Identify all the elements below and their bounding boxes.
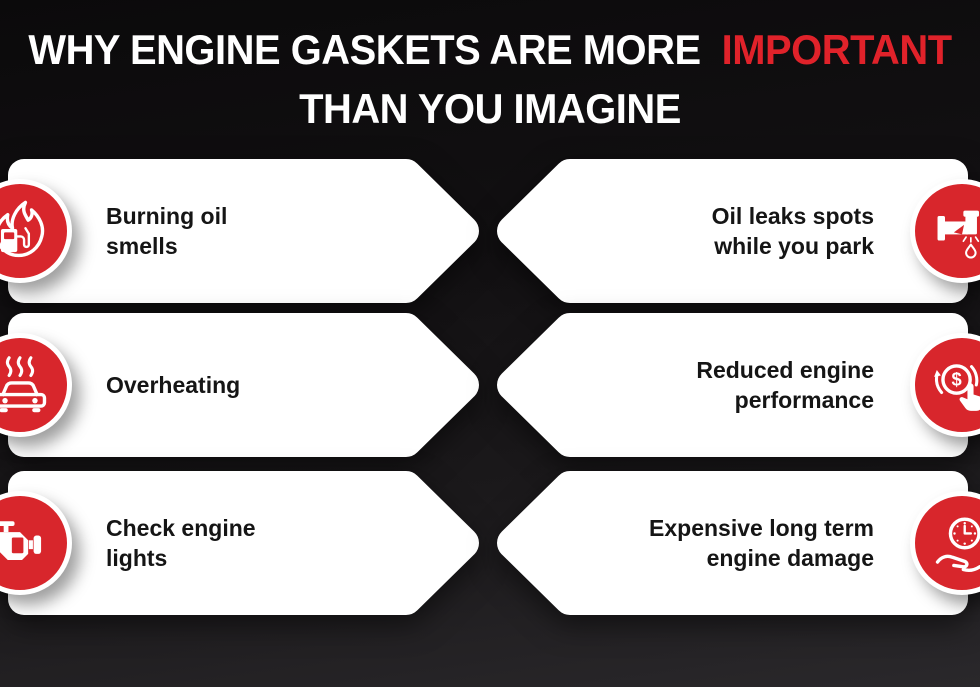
label-line: Burning oil — [106, 203, 228, 229]
svg-text:$: $ — [951, 369, 961, 390]
time-cost-icon-badge — [910, 491, 980, 595]
label-line: performance — [734, 387, 874, 413]
label-line: engine damage — [706, 545, 874, 571]
page-title: WHY ENGINE GASKETS ARE MORE IMPORTANT TH… — [0, 25, 980, 134]
label-oil-leak-spots: Oil leaks spots while you park — [712, 201, 874, 261]
label-line: Overheating — [106, 372, 241, 398]
title-line-1: WHY ENGINE GASKETS ARE MORE IMPORTANT — [25, 25, 956, 75]
overheating-car-icon — [0, 356, 47, 413]
card-burning-oil-smells — [8, 159, 486, 303]
card-overheating — [8, 313, 486, 457]
label-line: Check engine — [106, 515, 256, 541]
label-line: smells — [106, 233, 178, 259]
burning-fuel-icon — [0, 200, 45, 258]
title-line-1-white: WHY ENGINE GASKETS ARE MORE — [28, 26, 701, 73]
label-line: Expensive long term — [649, 515, 874, 541]
title-line-1-red: IMPORTANT — [721, 26, 952, 73]
label-line: lights — [106, 545, 168, 571]
time-cost-icon — [935, 517, 980, 573]
check-engine-icon — [0, 521, 42, 560]
money-loss-icon: $ — [934, 364, 980, 411]
label-check-engine-lights: Check engine lights — [106, 513, 256, 573]
label-line: while you park — [714, 233, 874, 259]
title-line-2: THAN YOU IMAGINE — [299, 85, 681, 132]
label-overheating: Overheating — [106, 370, 240, 400]
label-expensive-long-term-engine-damage: Expensive long term engine damage — [649, 513, 874, 573]
label-burning-oil-smells: Burning oil smells — [106, 201, 227, 261]
oil-leak-icon — [937, 210, 980, 259]
label-line: Reduced engine — [696, 357, 874, 383]
label-reduced-engine-performance: Reduced engine performance — [696, 355, 874, 415]
label-line: Oil leaks spots — [711, 203, 874, 229]
